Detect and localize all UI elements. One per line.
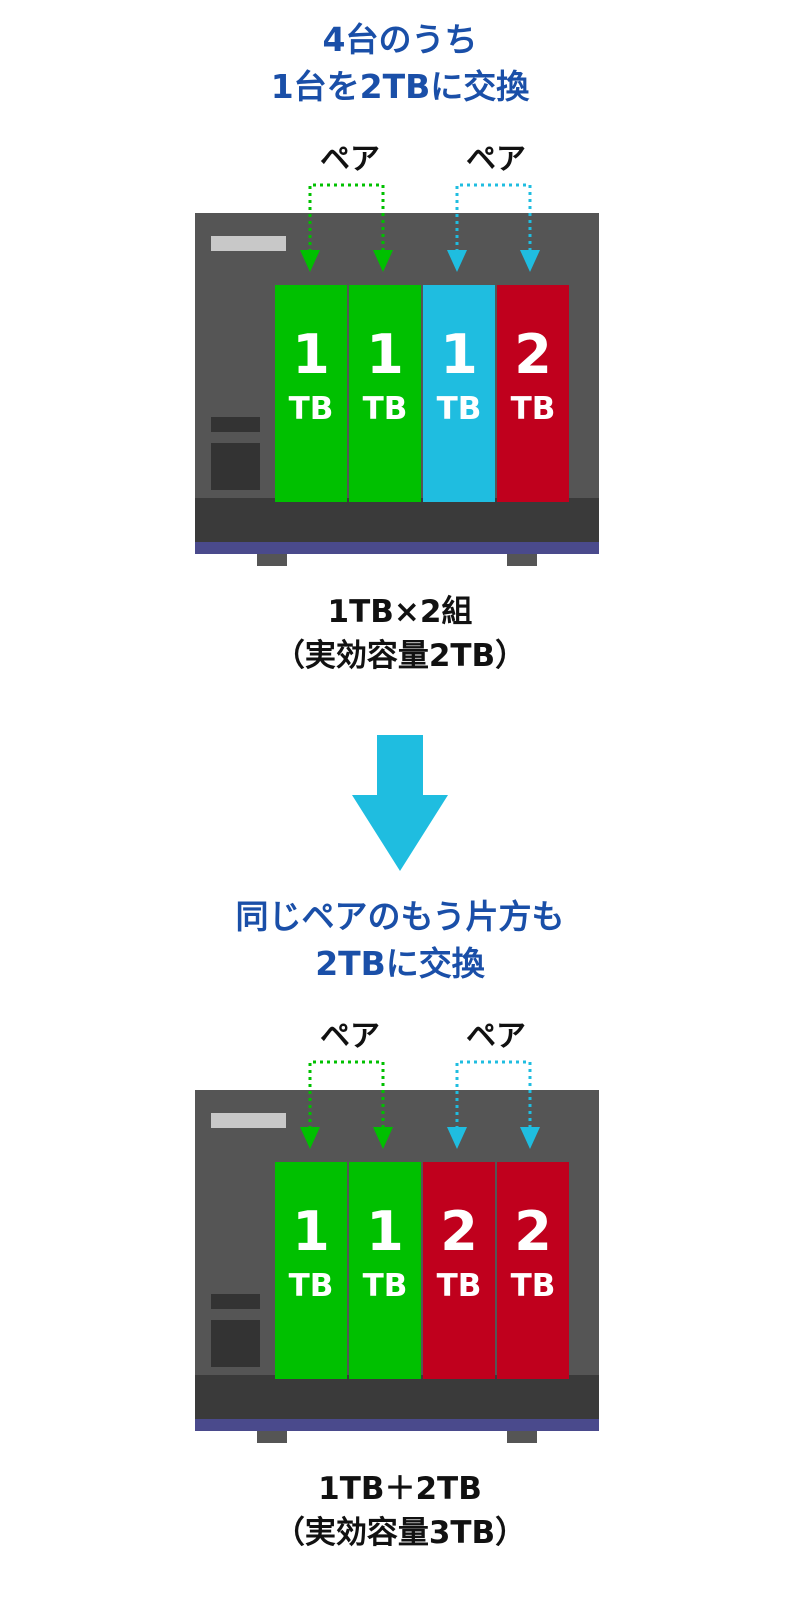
step2-pair-connector-right [447, 1060, 540, 1149]
drive-capacity-number: 2 [514, 323, 552, 386]
step1-drive-4: 2 TB [497, 285, 569, 502]
drive-capacity-number: 1 [292, 1200, 330, 1263]
step2-drive-3: 2 TB [423, 1162, 495, 1379]
drive-capacity-number: 1 [292, 323, 330, 386]
step1-nas-device: 1 TB 1 TB 1 TB 2 TB [195, 183, 599, 570]
step1-nas-foot-left [257, 554, 287, 566]
step2-caption-line2: （実効容量3TB） [273, 1515, 527, 1551]
drive-capacity-unit: TB [288, 391, 334, 427]
step2-nas-device: 1 TB 1 TB 2 TB 2 TB [195, 1060, 599, 1447]
drive-capacity-unit: TB [288, 1268, 334, 1304]
step1-heading: 4台のうち 1台を2TBに交換 [0, 16, 800, 110]
step1-heading-line2: 1台を2TBに交換 [270, 67, 530, 106]
step2-caption: 1TB＋2TB （実効容量3TB） [0, 1467, 800, 1555]
step1-drive-2: 1 TB [349, 285, 421, 502]
step2-pair-label-left: ペア [320, 1019, 380, 1054]
step1-nas-foot-right [507, 554, 537, 566]
step1-pair-connector-left [300, 183, 393, 272]
step1-caption: 1TB×2組 （実効容量2TB） [0, 590, 800, 678]
down-arrow-icon [352, 735, 448, 871]
step1-pair-label-left: ペア [320, 142, 380, 177]
step1-drive-1: 1 TB [275, 285, 347, 502]
step2-heading-line2: 2TBに交換 [315, 944, 485, 983]
step1-caption-line2: （実効容量2TB） [273, 638, 527, 674]
step1-pair-connector-right [447, 183, 540, 272]
step1-pair-label-right: ペア [466, 142, 526, 177]
step2-nas-bottom-panel [195, 1375, 599, 1419]
drive-capacity-unit: TB [510, 1268, 556, 1304]
step1-nas-status-light [211, 417, 260, 432]
drive-capacity-unit: TB [362, 1268, 408, 1304]
step2-nas-base-strip [195, 1419, 599, 1431]
drive-capacity-number: 2 [514, 1200, 552, 1263]
drive-capacity-unit: TB [436, 1268, 482, 1304]
step2-drive-2: 1 TB [349, 1162, 421, 1379]
step1-nas-display-slot [211, 236, 286, 251]
step1-caption-line1: 1TB×2組 [327, 594, 473, 630]
step1-nas-base-strip [195, 542, 599, 554]
step2-caption-line1: 1TB＋2TB [318, 1471, 482, 1507]
drive-capacity-number: 1 [366, 323, 404, 386]
drive-capacity-unit: TB [362, 391, 408, 427]
step2-pair-label-right: ペア [466, 1019, 526, 1054]
step1-nas-bottom-panel [195, 498, 599, 542]
step2-drive-1: 1 TB [275, 1162, 347, 1379]
step2-nas-foot-right [507, 1431, 537, 1443]
step2-nas-port [211, 1320, 260, 1367]
drive-capacity-number: 2 [440, 1200, 478, 1263]
drive-capacity-number: 1 [440, 323, 478, 386]
drive-capacity-unit: TB [510, 391, 556, 427]
step1-drive-3: 1 TB [423, 285, 495, 502]
step2-nas-foot-left [257, 1431, 287, 1443]
step2-drive-4: 2 TB [497, 1162, 569, 1379]
step1-heading-line1: 4台のうち [322, 20, 478, 59]
drive-capacity-number: 1 [366, 1200, 404, 1263]
step2-nas-display-slot [211, 1113, 286, 1128]
step1-nas-port [211, 443, 260, 490]
step2-nas-status-light [211, 1294, 260, 1309]
step2-pair-connector-left [300, 1060, 393, 1149]
step2-heading: 同じペアのもう片方も 2TBに交換 [0, 893, 800, 987]
drive-capacity-unit: TB [436, 391, 482, 427]
step2-heading-line1: 同じペアのもう片方も [235, 897, 565, 936]
